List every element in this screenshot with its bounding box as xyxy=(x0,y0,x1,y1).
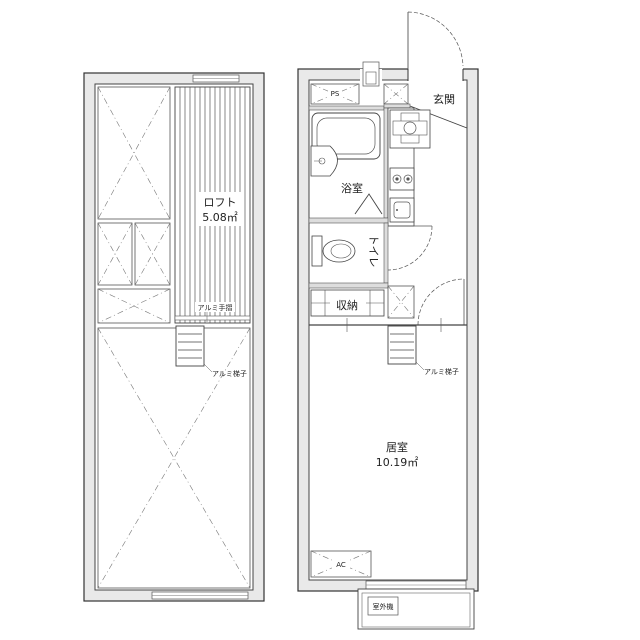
bath-door xyxy=(354,193,383,215)
loft-void-small-a xyxy=(97,222,133,286)
entrance-label: 玄関 xyxy=(433,92,455,106)
loft-name-label: ロフト xyxy=(204,196,237,209)
loft-handrail-label: アルミ手摺 xyxy=(198,303,233,312)
room-area-label: 10.19㎡ xyxy=(376,456,419,469)
loft-handrail xyxy=(174,315,251,321)
storage-top-wall xyxy=(308,282,389,289)
toilet-tank xyxy=(311,235,323,267)
loft-void-upper xyxy=(97,86,171,220)
outdoor-unit-label: 室外機 xyxy=(373,602,394,611)
toilet-door-swing xyxy=(387,225,433,271)
toilet-top-wall xyxy=(308,217,389,224)
ac-label: AC xyxy=(336,561,346,569)
room-ladder-label: アルミ梯子 xyxy=(424,367,459,376)
room-door-swing xyxy=(417,278,465,326)
loft-label-bg xyxy=(198,192,242,226)
bathroom-wall-right xyxy=(383,107,389,219)
loft-ladder xyxy=(175,325,205,367)
loft-handrail-label-bg xyxy=(195,302,235,312)
toilet-wall-right xyxy=(383,222,389,284)
ac-unit xyxy=(310,550,372,578)
stove xyxy=(389,167,415,191)
hall-storage xyxy=(387,285,415,319)
ps-label: PS xyxy=(331,90,340,98)
loft-void-lower xyxy=(97,327,251,589)
loft-area-label: 5.08㎡ xyxy=(202,211,238,224)
front-door-swing xyxy=(407,11,464,67)
loft-void-mid xyxy=(97,288,171,324)
bath-top-wall xyxy=(308,105,385,111)
storage-label: 収納 xyxy=(336,299,358,312)
outdoor-unit xyxy=(367,596,399,616)
front-door-opening xyxy=(408,68,463,81)
ps-box xyxy=(310,83,360,105)
room-label: 居室 xyxy=(386,440,408,454)
loft-void-small-b xyxy=(134,222,171,286)
toilet-label: トイレ xyxy=(367,235,380,268)
loft-plan: ロフト 5.08㎡ アルミ手摺 アルミ梯子 xyxy=(83,72,265,602)
floor-plan-main: PS 玄関 浴室 xyxy=(297,11,479,630)
loft-ladder-label: アルミ梯子 xyxy=(212,369,247,378)
bath-label: 浴室 xyxy=(341,181,363,195)
